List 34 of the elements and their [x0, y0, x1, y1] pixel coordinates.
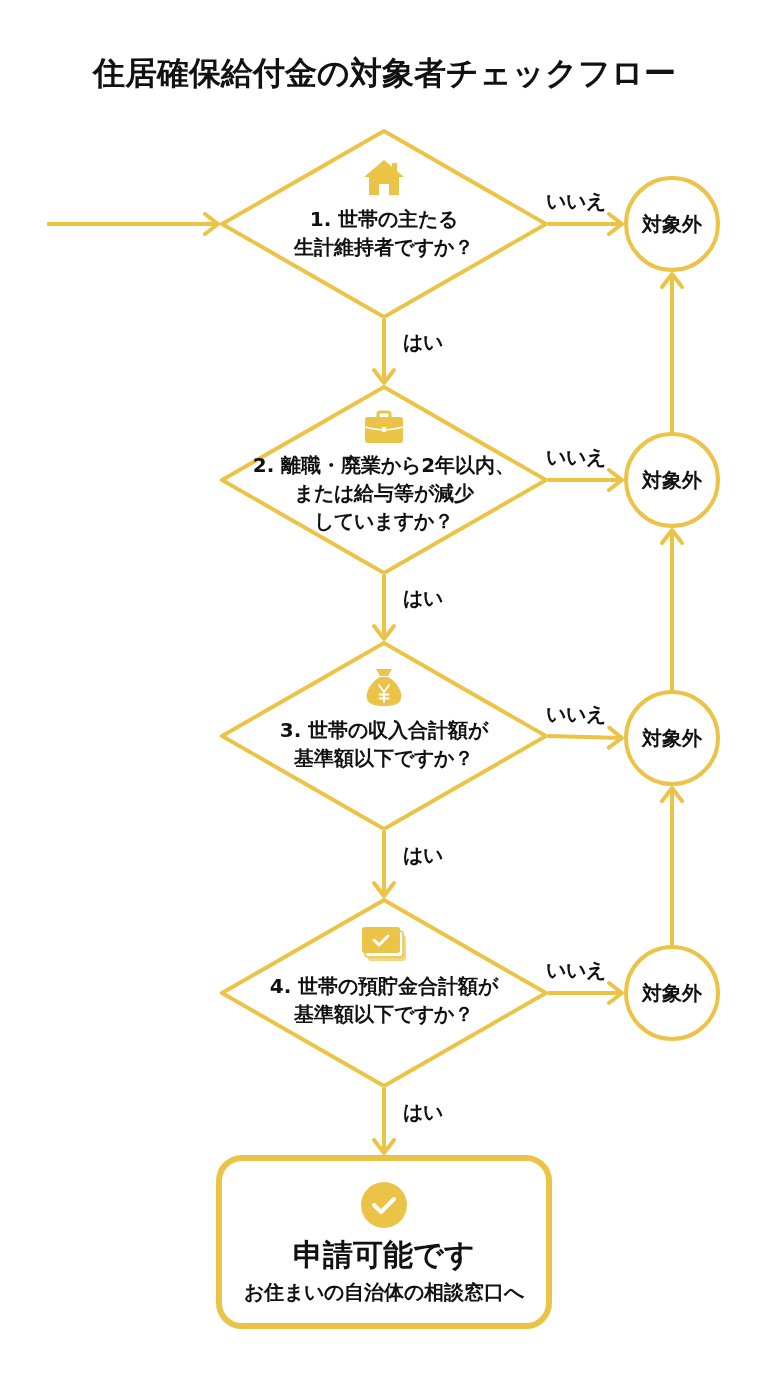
arrow: [548, 468, 624, 492]
result-heading: 申請可能です: [293, 1237, 475, 1273]
result-label: 対象外: [642, 468, 702, 492]
arrow: [660, 786, 684, 945]
question-text: 4. 世帯の預貯金合計額が基準額以下ですか？: [268, 973, 500, 1028]
question-text: 3. 世帯の収入合計額が基準額以下ですか？: [278, 717, 490, 772]
question-text: 1. 世帯の主たる生計維持者ですか？: [292, 206, 475, 261]
arrow: [372, 1088, 396, 1155]
decision-diamond: [220, 385, 548, 575]
arrow: [47, 212, 220, 236]
decision-diamond: [220, 129, 548, 319]
diagram-title: 住居確保給付金の対象者チェックフロー: [91, 53, 677, 93]
result-note: お住まいの自治体の相談窓口へ: [244, 1280, 524, 1304]
arrow: [547, 725, 624, 750]
decision-diamond: [220, 641, 548, 831]
result-label: 対象外: [642, 726, 702, 750]
edge-label: はい: [401, 587, 445, 609]
edge-label: はい: [401, 331, 445, 353]
result-box: [216, 1155, 552, 1329]
result-label: 対象外: [642, 981, 702, 1005]
arrow: [372, 319, 396, 385]
edge-label: いいえ: [544, 190, 608, 212]
arrow: [548, 212, 624, 236]
question-text: 2. 離職・廃業から2年以内、または給与等が減少していますか？: [251, 452, 517, 535]
arrow: [548, 981, 624, 1005]
decision-diamond: [220, 898, 548, 1088]
arrow: [372, 831, 396, 898]
arrow: [660, 528, 684, 690]
result-label: 対象外: [642, 212, 702, 236]
edge-label: いいえ: [544, 446, 608, 468]
arrow: [660, 272, 684, 432]
arrow: [372, 575, 396, 641]
edge-label: いいえ: [544, 959, 608, 981]
edge-label: いいえ: [544, 703, 608, 725]
